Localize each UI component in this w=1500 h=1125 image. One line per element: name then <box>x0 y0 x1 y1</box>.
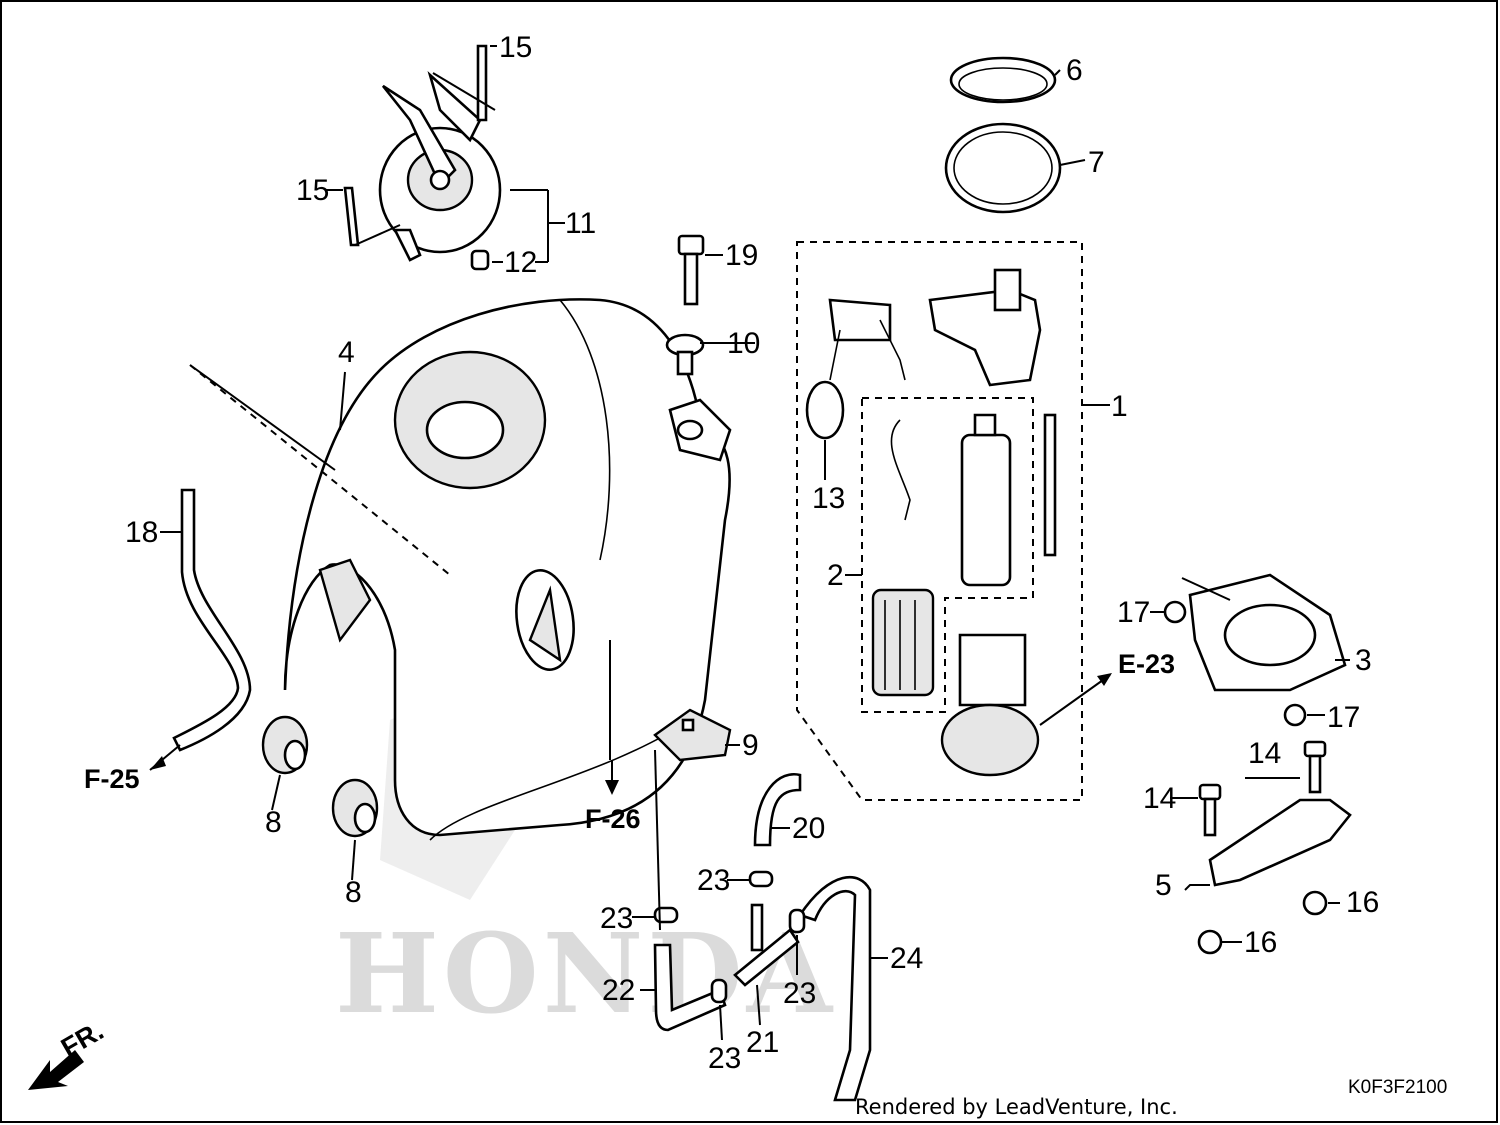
callout-23-a[interactable]: 23 <box>697 864 730 897</box>
callout-8-left[interactable]: 8 <box>265 806 282 839</box>
packing-ring-7[interactable] <box>944 122 1062 214</box>
callout-16-right[interactable]: 16 <box>1346 886 1379 919</box>
fuel-tank[interactable] <box>283 298 732 841</box>
callout-6[interactable]: 6 <box>1066 54 1083 87</box>
nut-17-top[interactable] <box>1163 600 1187 624</box>
fuel-cap-assembly[interactable] <box>378 71 502 262</box>
clip-23-a[interactable] <box>748 870 774 888</box>
bracket-5[interactable] <box>1208 798 1352 887</box>
clip-23-b[interactable] <box>653 906 679 924</box>
nut-17-bottom[interactable] <box>1283 703 1307 727</box>
fuel-pump-top-unit[interactable] <box>828 268 1042 387</box>
tube-22[interactable] <box>653 943 727 1032</box>
callout-18[interactable]: 18 <box>125 516 158 549</box>
fuel-filter-2[interactable] <box>871 588 935 697</box>
tube-24[interactable] <box>797 876 872 1102</box>
pump-wire <box>890 419 911 521</box>
clip-23-d[interactable] <box>788 908 806 934</box>
nut-16-right[interactable] <box>1302 890 1328 916</box>
reference-f-25[interactable]: F-25 <box>84 764 140 794</box>
front-label: FR. <box>56 1015 109 1063</box>
callout-20[interactable]: 20 <box>792 812 825 845</box>
rubber-mount-8-right[interactable] <box>331 778 379 838</box>
callout-17-top[interactable]: 17 <box>1117 596 1150 629</box>
callout-17-bottom[interactable]: 17 <box>1327 701 1360 734</box>
pump-setting-plate-3[interactable] <box>1188 573 1347 692</box>
reference-f-26[interactable]: F-26 <box>585 804 641 834</box>
fuel-pump-sub-box <box>861 397 1034 713</box>
leader-lines <box>160 45 1350 1041</box>
callout-1[interactable]: 1 <box>1111 390 1128 423</box>
callout-23-b[interactable]: 23 <box>600 902 633 935</box>
bolt-14-left[interactable] <box>1198 783 1222 837</box>
callout-2[interactable]: 2 <box>827 559 844 592</box>
breather-tube-18[interactable] <box>172 488 252 752</box>
callout-11[interactable]: 11 <box>565 207 596 240</box>
callout-5[interactable]: 5 <box>1155 869 1172 902</box>
callout-15-top[interactable]: 15 <box>499 31 532 64</box>
callout-22[interactable]: 22 <box>602 974 635 1007</box>
clip-23-c[interactable] <box>710 978 728 1004</box>
render-credit: Rendered by LeadVenture, Inc. <box>855 1095 1178 1119</box>
cap-seal-12[interactable] <box>470 249 490 271</box>
callout-23-d[interactable]: 23 <box>783 977 816 1010</box>
bolt-15-top[interactable] <box>476 44 488 122</box>
callout-8-right[interactable]: 8 <box>345 876 362 909</box>
nut-16-left[interactable] <box>1197 929 1223 955</box>
callout-4[interactable]: 4 <box>338 336 355 369</box>
fuel-pump-assembly-box <box>796 241 1083 801</box>
fuel-gauge-float-13[interactable] <box>805 329 845 440</box>
set-plate-ring-6[interactable] <box>949 56 1057 104</box>
callout-16-left[interactable]: 16 <box>1244 926 1277 959</box>
callout-14-left[interactable]: 14 <box>1143 782 1176 815</box>
callout-3[interactable]: 3 <box>1355 644 1372 677</box>
callout-24[interactable]: 24 <box>890 942 923 975</box>
callout-7[interactable]: 7 <box>1088 146 1105 179</box>
three-way-joint-21[interactable] <box>733 903 800 987</box>
fuel-level-rod[interactable] <box>1043 413 1057 557</box>
rubber-mount-8-left[interactable] <box>261 715 309 775</box>
bolt-14-right[interactable] <box>1303 740 1327 794</box>
callout-12[interactable]: 12 <box>504 246 537 279</box>
callout-14-right[interactable]: 14 <box>1248 737 1281 770</box>
callout-13[interactable]: 13 <box>812 482 845 515</box>
bracket-9[interactable] <box>653 708 732 762</box>
fuel-pump-motor[interactable] <box>960 413 1012 587</box>
bolt-19[interactable] <box>677 234 705 306</box>
front-direction-indicator: FR. <box>28 1015 109 1090</box>
callout-19[interactable]: 19 <box>725 239 758 272</box>
mounting-rubber-10[interactable] <box>665 333 705 376</box>
fuel-pump-base[interactable] <box>940 633 1040 777</box>
callout-15-left[interactable]: 15 <box>296 174 329 207</box>
reference-arrows <box>149 673 1112 795</box>
diagram-code: K0F3F2100 <box>1348 1077 1447 1098</box>
callout-9[interactable]: 9 <box>742 729 759 762</box>
reference-e-23[interactable]: E-23 <box>1118 649 1175 679</box>
callout-10[interactable]: 10 <box>727 327 760 360</box>
callout-labels: 1 2 3 4 5 6 7 8 8 9 10 11 12 13 14 14 15… <box>125 31 1379 1075</box>
callout-21[interactable]: 21 <box>746 1026 779 1059</box>
bolt-15-left[interactable] <box>343 186 360 247</box>
callout-23-c[interactable]: 23 <box>708 1042 741 1075</box>
drain-tube-20[interactable] <box>753 772 802 847</box>
